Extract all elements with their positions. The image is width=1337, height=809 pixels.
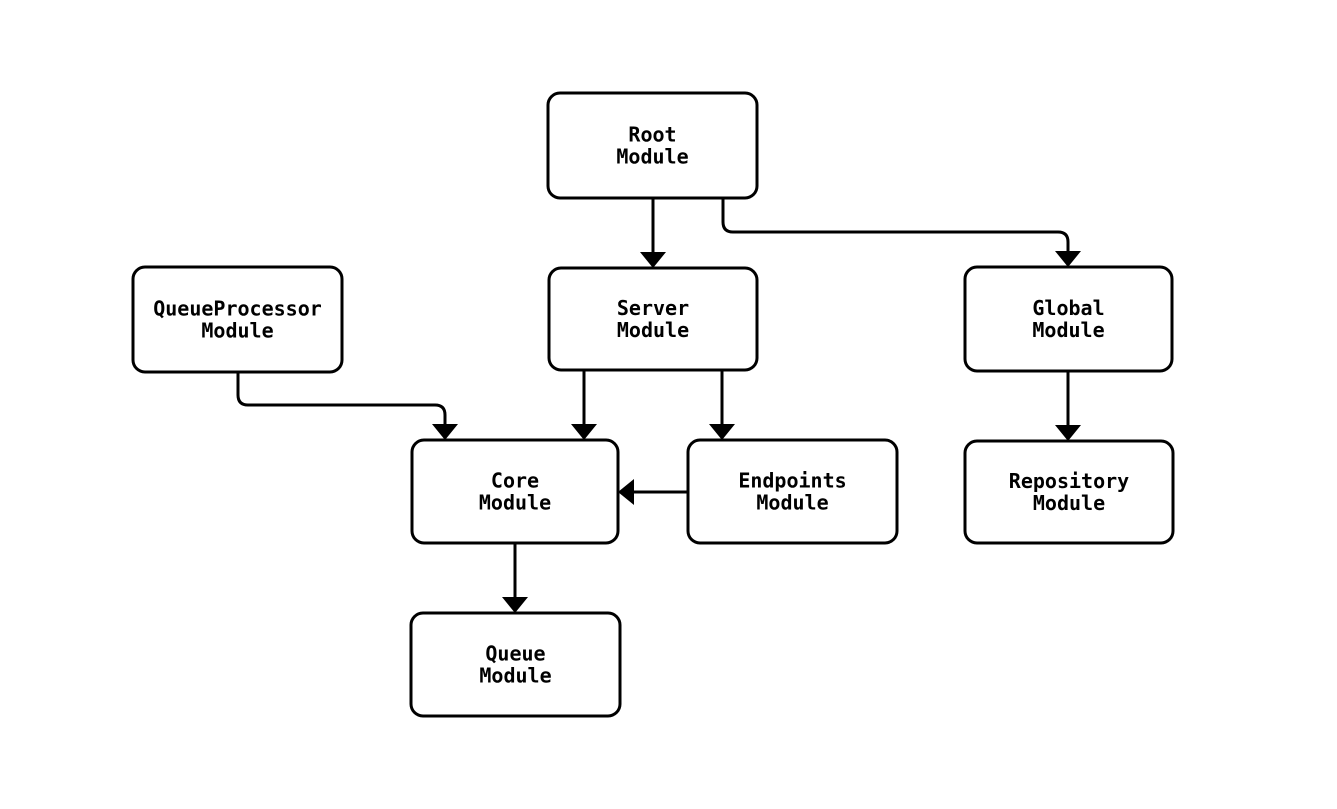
node-label-line: Module xyxy=(479,491,551,515)
arrowhead-icon xyxy=(571,424,597,440)
node-label-line: Module xyxy=(1033,491,1105,515)
node-box-repository-module xyxy=(963,439,1175,545)
arrowhead-icon xyxy=(1055,425,1081,441)
node-box-queue-module xyxy=(409,611,622,718)
node-label-line: Endpoints xyxy=(738,469,846,493)
node-box-global-module xyxy=(963,265,1174,373)
node-label-line: Module xyxy=(201,319,273,343)
node-label-line: Module xyxy=(479,664,551,688)
node-box-endpoints-module xyxy=(686,438,899,545)
node-label-line: Server xyxy=(617,296,689,320)
edge-global-to-repository xyxy=(1055,371,1081,441)
arrowhead-icon xyxy=(709,424,735,440)
arrowhead-icon xyxy=(618,479,634,505)
arrowhead-icon xyxy=(1055,251,1081,267)
node-box-server-module xyxy=(547,266,759,372)
node-label-line: Global xyxy=(1032,296,1104,320)
node-box-queueprocessor-module xyxy=(131,265,344,374)
node-box-core-module xyxy=(410,438,620,545)
edge-core-to-queue xyxy=(502,543,528,613)
node-label-line: Module xyxy=(1032,318,1104,342)
node-label-line: Root xyxy=(628,123,676,147)
edge-queueprocessor-to-core xyxy=(236,372,458,440)
edge-server-to-endpoints xyxy=(709,370,735,440)
edge-root-to-global xyxy=(721,198,1081,267)
node-label-line: QueueProcessor xyxy=(153,297,322,321)
arrowhead-icon xyxy=(640,252,666,268)
edge-layer xyxy=(236,198,1081,613)
node-box-root-module xyxy=(546,91,759,200)
node-label-line: Module xyxy=(756,491,828,515)
arrowhead-icon xyxy=(432,424,458,440)
node-label-line: Queue xyxy=(485,642,545,666)
node-label-line: Repository xyxy=(1009,469,1129,493)
edge-line-root-to-global xyxy=(721,198,1070,251)
edge-endpoints-to-core xyxy=(618,479,688,505)
edge-server-to-core xyxy=(571,370,597,440)
edge-root-to-server xyxy=(640,198,666,268)
arrowhead-icon xyxy=(502,597,528,613)
node-label-line: Module xyxy=(617,318,689,342)
node-label-line: Module xyxy=(616,145,688,169)
edge-line-queueprocessor-to-core xyxy=(236,372,447,424)
node-label-line: Core xyxy=(491,469,539,493)
